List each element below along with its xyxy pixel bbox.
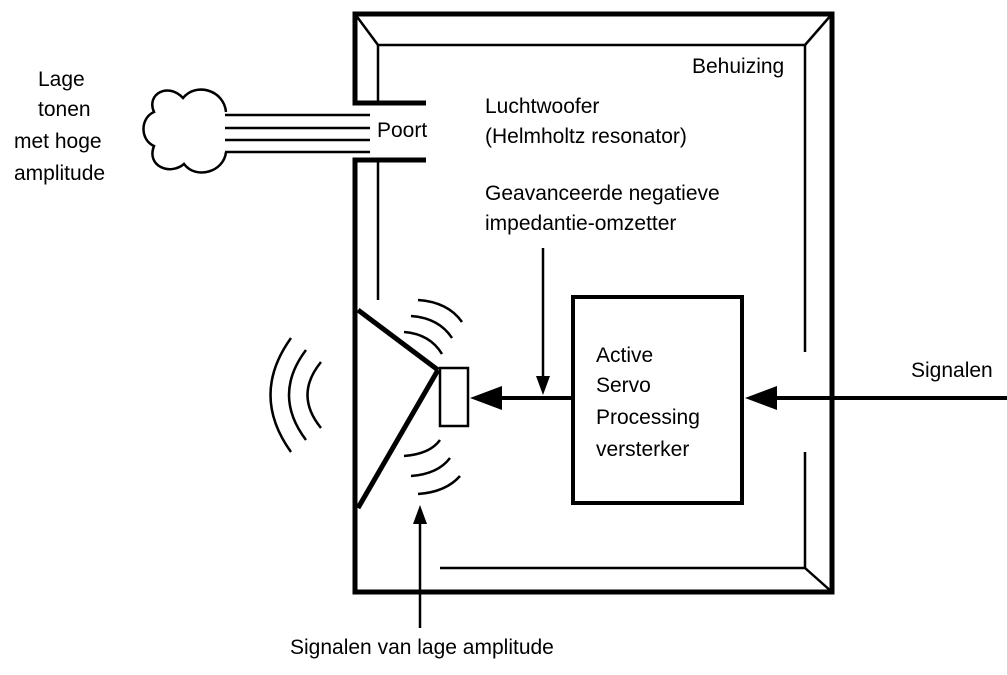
low-amplitude-pointer-arrow — [413, 505, 427, 628]
port-tube — [355, 100, 426, 163]
low-tones-label-line4: amplitude — [14, 162, 106, 185]
input-signals-label: Signalen — [911, 359, 993, 382]
speaker-cone — [355, 308, 441, 510]
enclosure-inner-wall — [353, 13, 833, 593]
voice-coil — [438, 366, 470, 428]
external-sound-waves — [269, 337, 322, 453]
amplifier-label-line2: Servo — [596, 374, 651, 397]
air-woofer-label-line2: (Helmholtz resonator) — [485, 125, 687, 148]
amplifier-label-line3: Processing — [596, 406, 700, 429]
low-tones-label-line1: Lage — [38, 68, 85, 91]
converter-label-line2: impedantie-omzetter — [485, 212, 677, 235]
enclosure-outer-wall — [352, 11, 835, 595]
internal-sound-waves-lower — [403, 439, 461, 496]
amplifier-box — [571, 295, 744, 505]
amplifier-label-line1: Active — [596, 344, 654, 367]
port-airflow-lines — [225, 113, 370, 154]
low-tones-label-line3: met hoge — [14, 130, 102, 153]
low-tones-label-line2: tonen — [38, 98, 91, 121]
amplifier-output-arrow — [470, 386, 573, 410]
sound-cloud-icon — [142, 88, 228, 174]
port-label: Poort — [377, 119, 428, 142]
converter-pointer-arrow — [536, 248, 550, 395]
enclosure-label: Behuizing — [692, 55, 785, 78]
converter-label-line1: Geavanceerde negatieve — [485, 182, 720, 205]
input-signal-arrow — [745, 386, 1007, 410]
low-amplitude-signals-label: Signalen van lage amplitude — [290, 636, 554, 659]
air-woofer-label-line1: Luchtwoofer — [485, 95, 600, 118]
internal-sound-waves-upper — [403, 298, 464, 355]
amplifier-label-line4: versterker — [596, 438, 690, 461]
